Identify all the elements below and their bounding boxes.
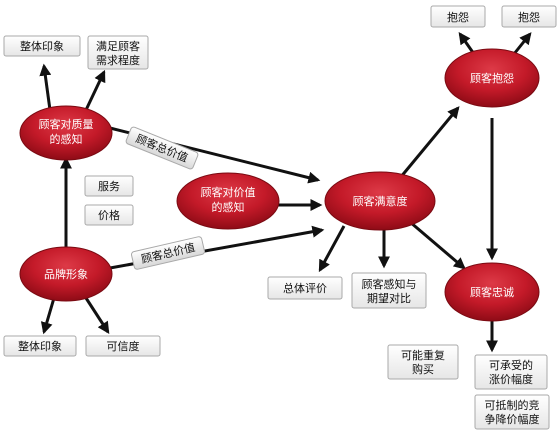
box-overall-evaluation: 总体评价 (267, 276, 343, 300)
node-perceived-value-line2: 的感知 (212, 200, 245, 214)
box-credibility: 可信度 (85, 335, 161, 357)
box-repurchase-line2: 购买 (412, 362, 434, 376)
node-complaint: 顾客抱怨 (444, 48, 540, 108)
box-perception-vs-expectation-line2: 期望对比 (367, 291, 411, 305)
box-price-decrease-line2: 争降价幅度 (485, 412, 540, 426)
box-perception-vs-expectation: 顾客感知与 期望对比 (351, 272, 427, 309)
box-price-text: 价格 (98, 208, 120, 222)
node-loyalty-label: 顾客忠诚 (470, 285, 514, 299)
box-price-decrease: 可抵制的竞 争降价幅度 (474, 394, 550, 430)
node-perceived-value: 顾客对价值 的感知 (176, 172, 280, 230)
box-price-increase: 可承受的 涨价幅度 (474, 354, 548, 390)
box-price-decrease-line1: 可抵制的竞 (485, 398, 540, 412)
box-overall-evaluation-text: 总体评价 (283, 281, 327, 295)
box-price-increase-line1: 可承受的 (489, 358, 533, 372)
arrow-quality-to-needs (84, 69, 106, 111)
node-perceived-quality-line2: 的感知 (50, 132, 83, 146)
arrow-quality-to-impression (39, 63, 52, 111)
node-satisfaction-label: 顾客满意度 (353, 194, 408, 208)
arrow-brand-to-credibility (84, 297, 110, 335)
node-brand-image: 品牌形象 (19, 246, 113, 302)
box-price: 价格 (84, 204, 134, 226)
node-loyalty: 顾客忠诚 (444, 262, 540, 322)
box-complaint-2: 抱怨 (501, 5, 557, 28)
box-repurchase: 可能重复 购买 (387, 344, 459, 380)
label-total-value-lower: 顾客总价值 (130, 236, 206, 270)
arrow-satisfaction-to-evaluation (318, 225, 346, 273)
box-service-text: 服务 (98, 180, 120, 193)
box-service: 服务 (84, 175, 134, 197)
box-customer-needs-line1: 满足顾客 (96, 39, 140, 53)
node-perceived-value-line1: 顾客对价值 (201, 185, 256, 199)
box-overall-impression-top: 整体印象 (3, 35, 81, 57)
node-satisfaction: 顾客满意度 (324, 171, 436, 231)
box-price-increase-line2: 涨价幅度 (489, 372, 533, 386)
box-complaint-2-text: 抱怨 (518, 10, 540, 24)
arrow-satisfaction-to-loyalty (409, 220, 466, 270)
box-overall-impression-bottom: 整体印象 (3, 335, 77, 357)
node-complaint-label: 顾客抱怨 (470, 71, 514, 85)
box-repurchase-line1: 可能重复 (401, 348, 445, 362)
box-customer-needs-line2: 需求程度 (96, 53, 140, 67)
box-overall-impression-top-text: 整体印象 (20, 39, 64, 53)
box-overall-impression-bottom-text: 整体印象 (18, 339, 62, 353)
box-credibility-text: 可信度 (107, 339, 140, 353)
node-perceived-quality: 顾客对质量 的感知 (19, 105, 113, 161)
box-complaint-1: 抱怨 (430, 5, 486, 28)
node-perceived-quality-line1: 顾客对质量 (39, 117, 94, 131)
box-complaint-1-text: 抱怨 (447, 10, 469, 24)
box-customer-needs: 满足顾客 需求程度 (87, 35, 149, 70)
arrow-brand-to-impression (40, 297, 56, 335)
box-perception-vs-expectation-line1: 顾客感知与 (362, 277, 417, 291)
node-brand-image-label: 品牌形象 (44, 267, 88, 281)
arrow-complaint-to-complaint1 (458, 32, 476, 55)
arrow-complaint-to-complaint2 (512, 32, 532, 55)
arrow-satisfaction-to-complaint (398, 106, 460, 179)
